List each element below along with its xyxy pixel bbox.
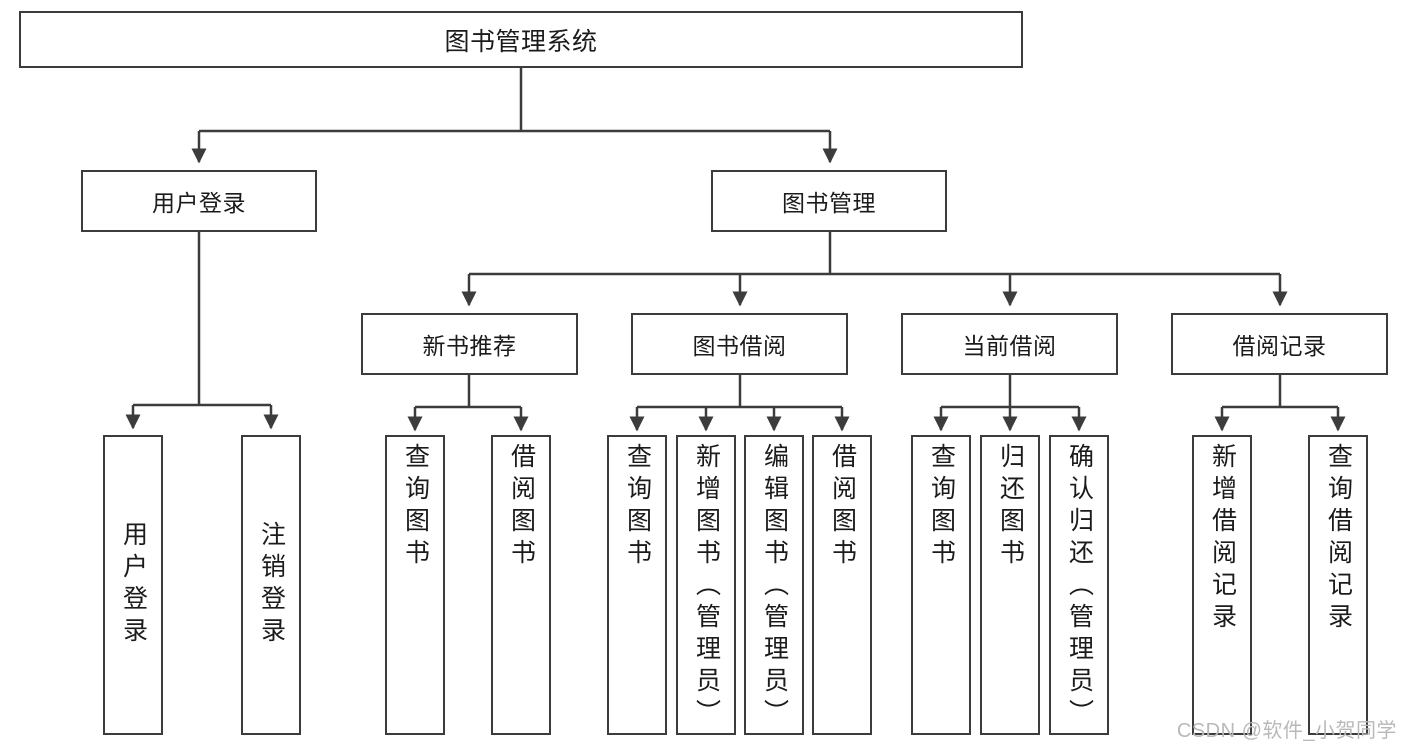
node-label: 用户登录	[119, 521, 148, 649]
leaf-confirm-return-admin[interactable]: 确认归还（管理员）	[1049, 435, 1109, 735]
node-label: 查询图书	[401, 443, 430, 571]
node-book-management[interactable]: 图书管理	[711, 170, 947, 232]
node-borrow-record[interactable]: 借阅记录	[1171, 313, 1388, 375]
node-label: 借阅记录	[1232, 333, 1327, 359]
node-label: 借阅图书	[507, 443, 536, 571]
leaf-add-book-admin[interactable]: 新增图书（管理员）	[676, 435, 736, 735]
node-label: 新增借阅记录	[1208, 443, 1237, 635]
node-current-borrow[interactable]: 当前借阅	[901, 313, 1118, 375]
node-label: 注销登录	[257, 521, 286, 649]
leaf-return-book[interactable]: 归还图书	[980, 435, 1040, 735]
leaf-query-book-recommend[interactable]: 查询图书	[385, 435, 445, 735]
node-label: 图书管理	[782, 190, 876, 216]
node-label: 借阅图书	[828, 443, 857, 571]
leaf-user-login[interactable]: 用户登录	[103, 435, 163, 735]
node-label: 查询图书	[623, 443, 652, 571]
leaf-borrow-book[interactable]: 借阅图书	[812, 435, 872, 735]
node-label: 新书推荐	[422, 333, 517, 359]
node-new-book-recommend[interactable]: 新书推荐	[361, 313, 578, 375]
node-label: 编辑图书（管理员）	[760, 443, 789, 731]
node-label: 用户登录	[152, 190, 246, 216]
node-user-login[interactable]: 用户登录	[81, 170, 317, 232]
leaf-add-borrow-record[interactable]: 新增借阅记录	[1192, 435, 1252, 735]
leaf-user-logout[interactable]: 注销登录	[241, 435, 301, 735]
watermark-text: CSDN @软件_小贺同学	[1176, 720, 1397, 742]
node-label: 新增图书（管理员）	[692, 443, 721, 731]
node-label: 归还图书	[996, 443, 1025, 571]
leaf-query-borrow-record[interactable]: 查询借阅记录	[1308, 435, 1368, 735]
node-book-borrow[interactable]: 图书借阅	[631, 313, 848, 375]
node-label: 图书借阅	[692, 333, 787, 359]
node-label: 查询借阅记录	[1324, 443, 1353, 635]
leaf-edit-book-admin[interactable]: 编辑图书（管理员）	[744, 435, 804, 735]
leaf-borrow-book-recommend[interactable]: 借阅图书	[491, 435, 551, 735]
node-label: 查询图书	[927, 443, 956, 571]
node-label: 确认归还（管理员）	[1065, 443, 1094, 731]
leaf-query-book-current[interactable]: 查询图书	[911, 435, 971, 735]
leaf-query-book-borrow[interactable]: 查询图书	[607, 435, 667, 735]
node-label: 图书管理系统	[444, 27, 598, 56]
node-label: 当前借阅	[962, 333, 1057, 359]
node-root-system[interactable]: 图书管理系统	[19, 11, 1023, 68]
